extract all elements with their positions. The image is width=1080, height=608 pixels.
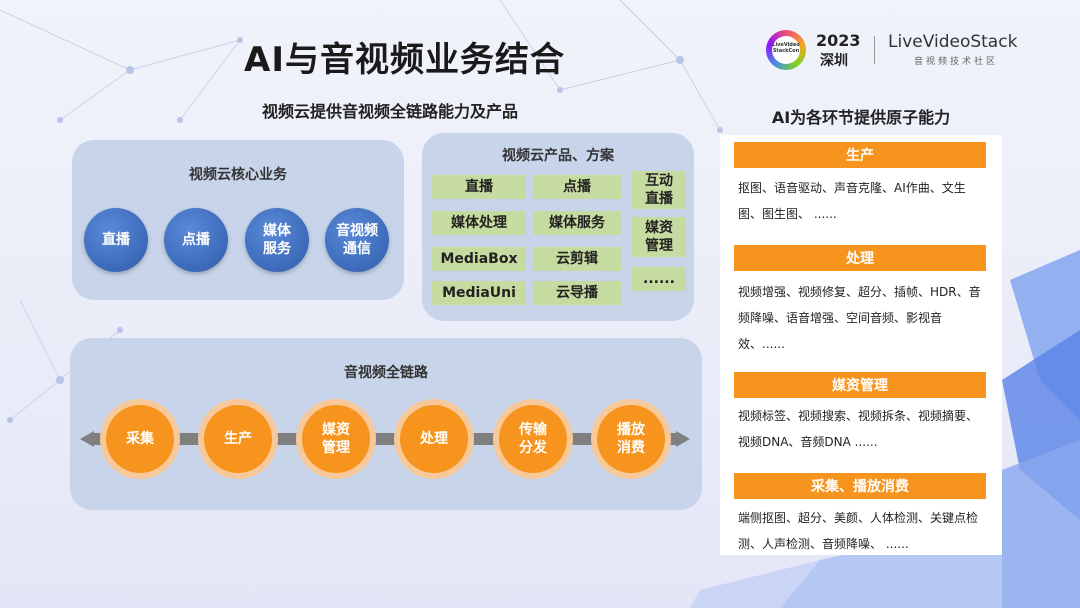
capability-production-text: 抠图、语音驱动、声音克隆、AI作曲、文生图、图生图、 ......: [738, 175, 988, 227]
conference-logo: LiveVideo StackCon 2023 深圳 LiveVideoStac…: [766, 30, 1066, 72]
logo-brand: LiveVideoStack: [888, 32, 1017, 52]
ai-capabilities-panel: 生产 抠图、语音驱动、声音克隆、AI作曲、文生图、图生图、 ...... 处理 …: [720, 135, 1002, 555]
core-business-live: 直播: [84, 208, 148, 272]
pipeline-left-arrow-icon: [80, 431, 94, 447]
capability-asset-management-header: 媒资管理: [734, 372, 986, 398]
pipeline-step-asset-management: 媒资 管理: [296, 399, 376, 479]
product-mediauni: MediaUni: [432, 281, 526, 305]
product-cloud-editing: 云剪辑: [533, 247, 621, 271]
products-panel: 视频云产品、方案 直播 点播 媒体处理 媒体服务 MediaBox 云剪辑 Me…: [422, 133, 694, 321]
core-business-panel: 视频云核心业务 直播 点播 媒体 服务 音视频 通信: [72, 140, 404, 300]
core-business-media-service: 媒体 服务: [245, 208, 309, 272]
logo-subtitle: 音视频技术社区: [914, 54, 998, 67]
logo-city: 深圳: [820, 50, 848, 70]
pipeline-step-processing: 处理: [394, 399, 474, 479]
capability-asset-management-text: 视频标签、视频搜索、视频拆条、视频摘要、视频DNA、音频DNA ......: [738, 403, 988, 455]
capability-capture-playback-header: 采集、播放消费: [734, 473, 986, 499]
pipeline-step-playback: 播放 消费: [591, 399, 671, 479]
livevideostackcon-badge-icon: LiveVideo StackCon: [766, 30, 806, 70]
capability-processing-text: 视频增强、视频修复、超分、插帧、HDR、音频降噪、语音增强、空间音频、影视音效、…: [738, 279, 988, 357]
capability-production-header: 生产: [734, 142, 986, 168]
pipeline-panel: 音视频全链路 采集 生产 媒资 管理 处理 传输 分发 播放 消费: [70, 338, 702, 510]
product-asset-management: 媒资 管理: [632, 217, 686, 257]
product-media-processing: 媒体处理: [432, 211, 526, 235]
capability-capture-playback-text: 端侧抠图、超分、美颜、人体检测、关键点检测、人声检测、音频降噪、 ......: [738, 505, 988, 557]
pipeline-step-capture: 采集: [100, 399, 180, 479]
product-interactive-live: 互动 直播: [632, 171, 686, 209]
product-cloud-directing: 云导播: [533, 281, 621, 305]
product-vod: 点播: [533, 175, 621, 199]
product-more: ......: [632, 267, 686, 291]
capability-processing-header: 处理: [734, 245, 986, 271]
core-business-vod: 点播: [164, 208, 228, 272]
products-title: 视频云产品、方案: [422, 145, 694, 165]
pipeline-title: 音视频全链路: [70, 362, 702, 382]
logo-year: 2023: [816, 32, 861, 50]
pipeline-line: [94, 433, 676, 445]
pipeline-step-production: 生产: [198, 399, 278, 479]
core-business-rtc: 音视频 通信: [325, 208, 389, 272]
right-heading: AI为各环节提供原子能力: [720, 104, 1002, 128]
logo-divider: [874, 36, 875, 64]
product-mediabox: MediaBox: [432, 247, 526, 271]
pipeline-right-arrow-icon: [676, 431, 690, 447]
pipeline-step-distribution: 传输 分发: [493, 399, 573, 479]
core-business-title: 视频云核心业务: [72, 164, 404, 184]
page-title: AI与音视频业务结合: [244, 32, 565, 81]
product-live: 直播: [432, 175, 526, 199]
product-media-service: 媒体服务: [533, 211, 621, 235]
left-heading: 视频云提供音视频全链路能力及产品: [200, 98, 580, 122]
